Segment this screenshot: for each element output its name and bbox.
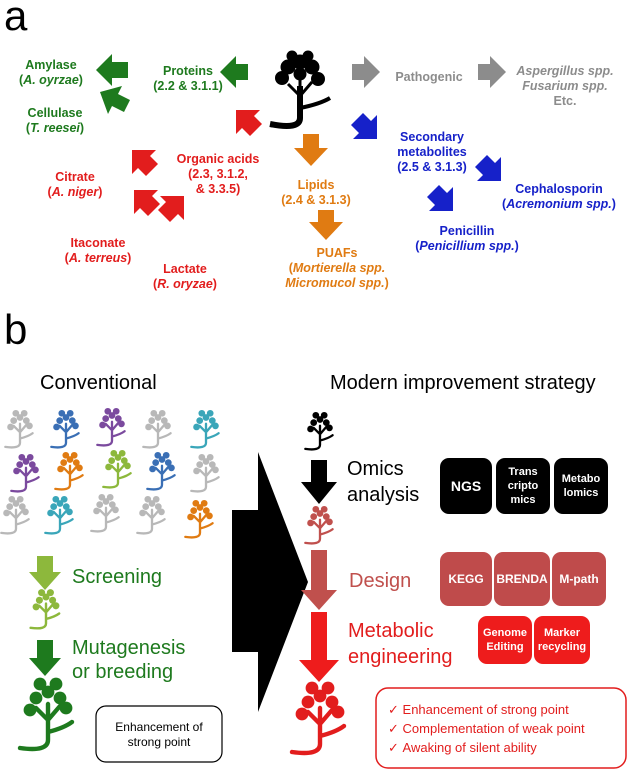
tool-kegg: KEGG (440, 552, 492, 606)
tool-m-path: M-path (552, 552, 606, 606)
arrow-lipids (294, 134, 328, 166)
outcome-item: ✓ Enhancement of strong point (388, 702, 569, 717)
fungus-icon (142, 409, 172, 449)
arrow-omics (301, 460, 337, 504)
organic-acids-label: Organic acids(2.3, 3.1.2,& 3.3.5) (176, 152, 260, 196)
tool-marker-recycling: Marker recycling (534, 616, 590, 664)
penicillin-label: Penicillin(Penicillium spp.) (415, 224, 519, 253)
proteins-label: Proteins(2.2 & 3.1.1) (153, 64, 223, 93)
fungus-icon-engineered (289, 681, 347, 756)
enhancement-box (95, 705, 223, 763)
cephalosporin-label: Cephalosporin(Acremonium spp.) (502, 182, 616, 211)
screening-label: Screening (72, 566, 163, 588)
fungus-icon (44, 495, 74, 535)
citrate-label: Citrate(A. niger) (47, 170, 103, 199)
outcome-list: ✓ Enhancement of strong point ✓ Compleme… (388, 700, 585, 757)
fungus-icon (102, 449, 132, 489)
fungus-icon (146, 451, 176, 491)
fungus-icon (96, 407, 126, 447)
outcome-item: ✓ Awaking of silent ability (388, 740, 537, 755)
arrow-lactate (158, 196, 184, 222)
arrow-pathogenic (352, 56, 380, 88)
tool-brenda: BRENDA (494, 552, 550, 606)
outcome-item: ✓ Complementation of weak point (388, 721, 585, 736)
tool-transcriptomics: Trans cripto mics (496, 458, 550, 514)
fungus-icon (136, 495, 166, 535)
fungus-icon-designed (304, 505, 334, 545)
arrow-screening (29, 556, 61, 590)
fungus-icon (190, 409, 220, 449)
panel-a-label: a (4, 0, 28, 39)
arrow-penicillin (427, 185, 453, 211)
arrow-citrate (132, 150, 158, 176)
fungus-icon (0, 495, 30, 535)
arrow-cellulase (100, 86, 130, 114)
arrow-mutagenesis (29, 640, 61, 676)
fungus-icon (50, 409, 80, 449)
arrow-design (301, 550, 337, 610)
tool-genome-editing: Genome Editing (478, 616, 532, 664)
arrow-itaconate (134, 190, 160, 216)
arrow-pathogens (478, 56, 506, 88)
puafs-label: PUAFs(Mortierella spp.Micromucol spp.) (285, 246, 389, 290)
fungus-icon (54, 451, 84, 491)
amylase-label: Amylase(A. oyrzae) (19, 58, 83, 87)
fungus-icon (10, 453, 40, 493)
cellulase-label: Cellulase(T. reesei) (25, 106, 85, 135)
fungus-icon (184, 499, 214, 539)
fungus-icon (190, 453, 220, 493)
lipids-label: Lipids(2.4 & 3.1.3) (281, 178, 351, 207)
pathogenic-label: Pathogenic (395, 70, 463, 84)
arrow-proteins (220, 56, 248, 88)
arrow-puafs (309, 210, 343, 240)
fungus-icon-wildtype (304, 411, 334, 451)
fungus-icon-screened (29, 589, 61, 630)
itaconate-label: Itaconate(A. terreus) (64, 236, 132, 265)
modern-title: Modern improvement strategy (330, 372, 596, 394)
arrow-organic-acids (236, 110, 262, 136)
conventional-title: Conventional (40, 372, 157, 394)
tool-ngs: NGS (440, 458, 492, 514)
outcome-box (375, 687, 627, 769)
arrow-cephalosporin (475, 155, 501, 181)
design-label: Design (349, 570, 412, 592)
big-black-arrow (232, 452, 308, 712)
fungus-icon (90, 493, 120, 533)
arrow-amylase (96, 54, 128, 86)
pathogens-label: Aspergillus spp.Fusarium spp.Etc. (516, 64, 614, 108)
arrow-secondary (351, 113, 377, 139)
fungus-icon-improved-green (17, 677, 75, 752)
lactate-label: Lactate(R. oryzae) (153, 262, 217, 291)
arrow-metabolic (299, 612, 339, 682)
fungus-icon-central (269, 50, 332, 129)
panel-b-label: b (4, 306, 28, 353)
tool-metabolomics: Metabo lomics (554, 458, 608, 514)
fungus-icon (4, 409, 34, 449)
